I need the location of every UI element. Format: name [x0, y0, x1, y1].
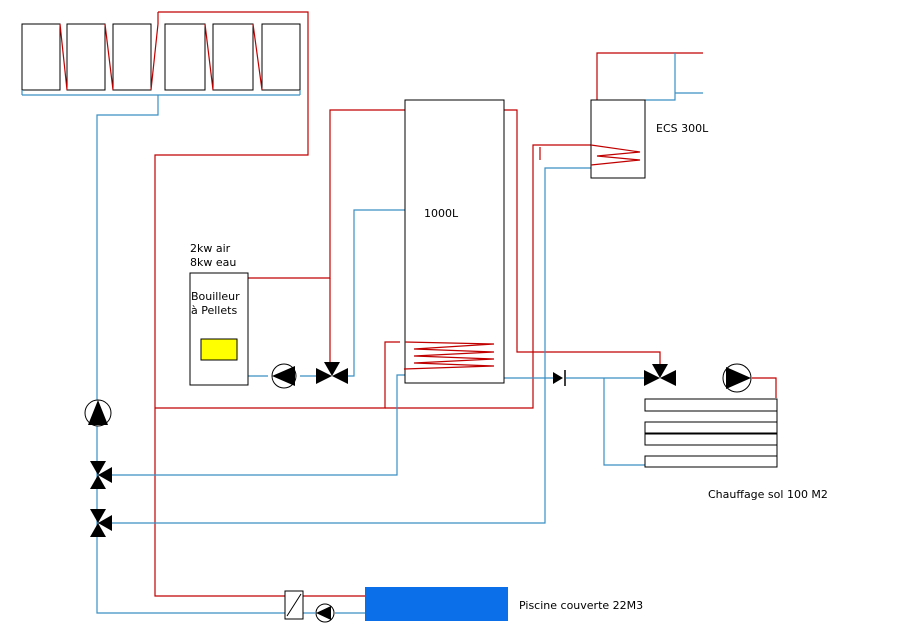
pool-body — [365, 587, 508, 621]
valve-to-tank — [348, 209, 405, 377]
floor-heating-loop — [644, 421, 778, 434]
pool-heat-exchanger-icon — [284, 590, 304, 620]
tank-bottom-return — [97, 374, 405, 476]
pool: Piscine couverte 22M3 — [365, 587, 643, 621]
ecs-supply-line — [385, 144, 640, 409]
check-valve-icon — [553, 370, 566, 386]
boiler-power-water: 8kw eau — [190, 256, 236, 269]
ecs-cold-in — [645, 53, 703, 101]
solar-panel — [112, 23, 152, 91]
boiler-name-line1: Bouilleur — [191, 290, 240, 303]
solar-panel-link — [59, 12, 263, 91]
solar-panel — [164, 23, 206, 91]
pump-icon — [84, 399, 112, 427]
boiler-power-air: 2kw air — [190, 242, 231, 255]
solar-panel — [21, 23, 61, 91]
floor-heating-loop — [644, 398, 778, 412]
solar-panel — [212, 23, 254, 91]
floor-heating-label: Chauffage sol 100 M2 — [708, 488, 828, 501]
three-way-valve-icon — [644, 364, 676, 386]
heat-exchanger-icon — [403, 341, 495, 370]
ecs-hot-out — [596, 52, 703, 100]
pellet-boiler-body — [189, 272, 249, 386]
floor-return-line — [603, 378, 645, 466]
ecs-tank-body — [590, 99, 646, 179]
ecs-return-line — [97, 167, 592, 524]
hot-pipes — [154, 11, 777, 597]
three-way-valve-icon — [90, 509, 112, 537]
solar-panel — [261, 23, 301, 91]
solar-return-line — [96, 95, 286, 614]
storage-tank-body — [404, 99, 505, 384]
boiler-name-line2: à Pellets — [191, 304, 237, 317]
storage-tank: 1000L — [403, 99, 505, 384]
floor-heating-loop — [644, 455, 778, 468]
solar-return-manifold — [21, 90, 301, 96]
pump-icon — [315, 603, 335, 623]
tank-coil-supply — [155, 341, 400, 409]
floor-heating-loop — [644, 433, 778, 446]
pellet-boiler: 2kw air 8kw eau Bouilleur à Pellets — [189, 242, 249, 386]
tank-to-floor-line — [504, 109, 661, 370]
solar-panel-array — [21, 12, 301, 96]
ecs-tank: ECS 300L — [590, 99, 709, 179]
cold-pipes — [96, 53, 703, 614]
ecs-tank-label: ECS 300L — [656, 122, 709, 135]
three-way-valve-icon — [90, 461, 112, 489]
pool-label: Piscine couverte 22M3 — [519, 599, 643, 612]
boiler-indicator — [200, 338, 238, 361]
pump-icon — [271, 363, 297, 389]
storage-tank-label: 1000L — [424, 207, 459, 220]
floor-heating-coil: Chauffage sol 100 M2 — [644, 398, 828, 501]
solar-panel — [66, 23, 106, 91]
boiler-to-tank-line — [248, 109, 405, 279]
solar-hot-line — [154, 11, 309, 597]
three-way-valve-icon — [316, 362, 348, 384]
floor-pump-out — [752, 377, 777, 398]
pump-icon — [722, 363, 752, 393]
heat-exchanger-icon — [590, 144, 641, 166]
